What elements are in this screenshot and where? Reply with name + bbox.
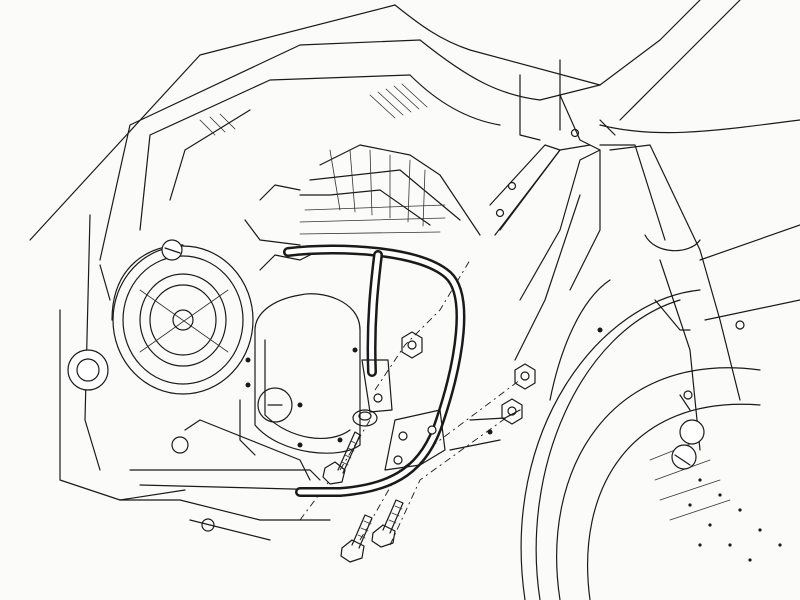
bolt-lower-left <box>340 514 373 563</box>
spacer <box>352 409 378 427</box>
nut-upper <box>401 331 423 359</box>
nut-lower <box>501 398 523 425</box>
fasteners <box>322 331 536 563</box>
nut-mid <box>514 363 536 390</box>
drain-plug <box>67 349 109 391</box>
assembly-guide-lines <box>299 259 521 546</box>
front-fork <box>599 144 800 451</box>
crash-bar <box>283 244 466 497</box>
caliper-bolt-lower <box>671 444 697 470</box>
caliper-bolt-upper <box>679 419 705 445</box>
long-bolt <box>322 431 361 485</box>
tank-hatching <box>199 83 428 136</box>
frame-left <box>59 214 331 541</box>
lower-mounting-bracket <box>384 409 446 471</box>
bar-mounting-tab <box>361 359 393 413</box>
crankcase <box>171 293 361 532</box>
misc-details <box>449 119 616 451</box>
bolt-lower-right <box>371 499 404 548</box>
fairing-outline <box>29 0 800 261</box>
front-wheel <box>520 279 782 600</box>
radiator-frame <box>489 94 601 361</box>
engine-side-cover <box>67 239 254 395</box>
